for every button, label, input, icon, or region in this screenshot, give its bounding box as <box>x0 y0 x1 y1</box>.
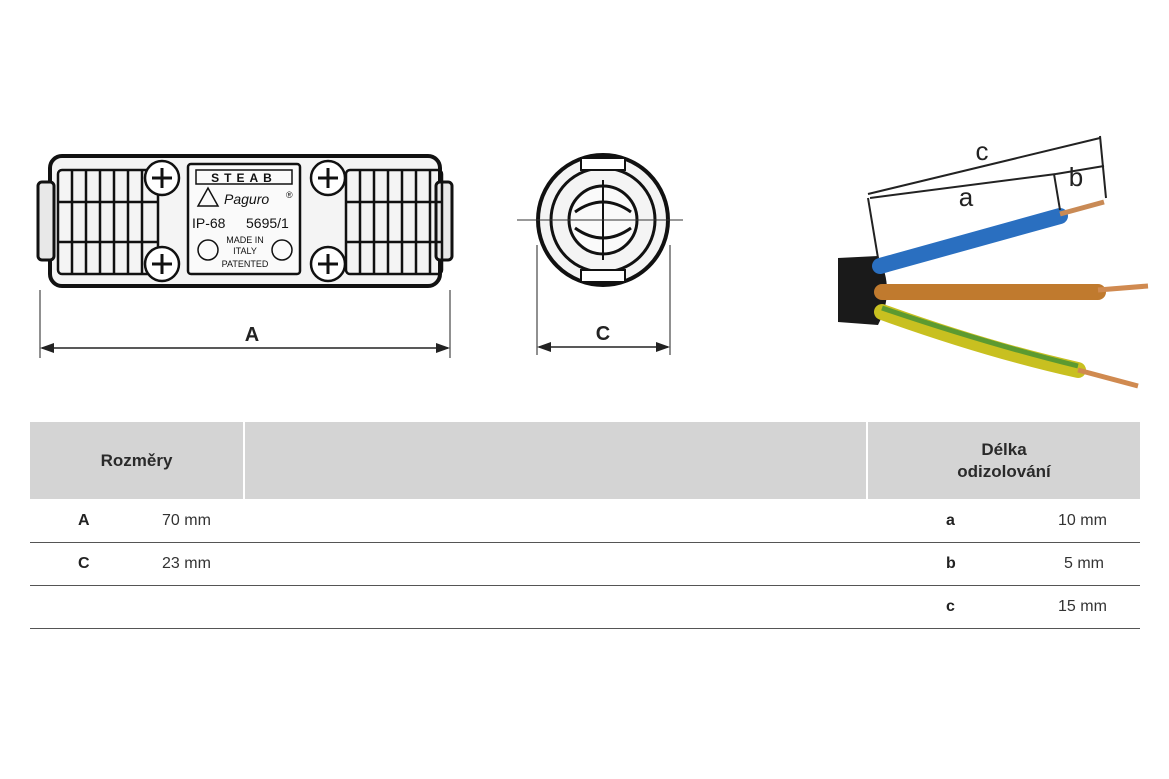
table-header-strip-length: Délka odizolování <box>868 422 1140 499</box>
row-strip-key: b <box>946 555 956 572</box>
row-dim-key: C <box>78 555 90 572</box>
cable-label-a: a <box>959 182 974 212</box>
row-dim-key: A <box>78 512 90 529</box>
patented-text: PATENTED <box>222 259 269 269</box>
table-header-dimensions: Rozměry <box>30 422 243 499</box>
country-text: ITALY <box>233 246 257 256</box>
row-strip-value: 5 mm <box>1064 555 1104 572</box>
row-dim-value: 23 mm <box>162 555 211 572</box>
dimension-c-label: C <box>596 323 610 345</box>
dimension-a-label: A <box>245 324 259 346</box>
connector-end-drawing: C <box>517 153 683 355</box>
connector-side-drawing: STEAB Paguro ® IP-68 5695/1 MADE IN ITAL… <box>36 154 454 358</box>
table-row: c 15 mm <box>30 586 1140 629</box>
cable-label-b: b <box>1069 162 1083 192</box>
blue-wire <box>872 208 1068 274</box>
made-in-text: MADE IN <box>226 235 264 245</box>
ip-rating-text: IP-68 <box>192 215 226 231</box>
table-row: A 70 mm a 10 mm <box>30 500 1140 543</box>
table-row: C 23 mm b 5 mm <box>30 543 1140 586</box>
header-dimensions-text: Rozměry <box>100 450 173 470</box>
cable-label-c: c <box>976 136 989 166</box>
warning-triangle-icon <box>196 186 220 207</box>
table-header-middle <box>245 422 866 499</box>
row-strip-value: 10 mm <box>1058 512 1107 529</box>
header-strip-length-line1: Délka <box>981 439 1027 459</box>
row-dim-value: 70 mm <box>162 512 211 529</box>
stripped-cable-illustration: c a b <box>838 135 1149 389</box>
row-strip-key: c <box>946 598 955 615</box>
registered-mark: ® <box>286 190 293 200</box>
header-strip-length-line2: odizolování <box>957 461 1051 481</box>
row-strip-key: a <box>946 512 955 529</box>
row-strip-value: 15 mm <box>1058 598 1107 615</box>
part-number-text: 5695/1 <box>246 215 289 231</box>
brand-text: STEAB <box>211 171 277 185</box>
model-text: Paguro <box>224 191 269 207</box>
